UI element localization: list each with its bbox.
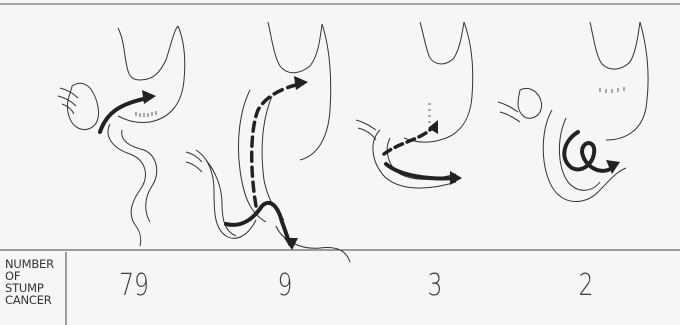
panel-4-flow-arrow bbox=[564, 132, 612, 171]
panel-4-vessels bbox=[498, 102, 520, 122]
panel-1-stomach bbox=[118, 26, 185, 123]
panel-3-dashed-flow-arrow bbox=[384, 128, 432, 154]
row-label: NUMBER OF STUMP CANCER bbox=[5, 258, 65, 306]
panel-3-solid-flow-arrow bbox=[386, 164, 454, 178]
panel-4-diagram bbox=[498, 22, 648, 202]
panel-2-dashed-arrowhead bbox=[294, 76, 308, 90]
panel-2-vessels bbox=[186, 152, 202, 172]
panel-1-afferent-loop bbox=[67, 83, 98, 129]
panel-3-vessels bbox=[356, 120, 376, 140]
panel-1-arrowhead bbox=[142, 90, 156, 104]
panel-1-count: 79 bbox=[111, 268, 158, 304]
panel-4-afferent-loop bbox=[518, 88, 542, 118]
panel-3-count: 3 bbox=[412, 268, 459, 304]
row-label-line-4: CANCER bbox=[5, 294, 65, 306]
panel-1-flow-arrow bbox=[100, 98, 148, 132]
panel-3-suture bbox=[428, 104, 431, 122]
panel-4-suture bbox=[600, 87, 624, 93]
panel-1-suture bbox=[136, 111, 156, 117]
panel-4-count: 2 bbox=[563, 268, 610, 304]
panel-1-efferent-loop-inner bbox=[122, 130, 157, 222]
panel-3-solid-arrowhead bbox=[450, 171, 462, 185]
panel-2-diagram bbox=[186, 22, 350, 262]
panel-2-dashed-flow-arrow bbox=[252, 84, 300, 206]
panel-4-stomach bbox=[590, 22, 648, 140]
panel-2-long-loop bbox=[238, 90, 284, 222]
panel-3-stomach bbox=[404, 22, 473, 142]
panel-2-count: 9 bbox=[262, 268, 309, 304]
panel-3-diagram bbox=[356, 22, 473, 188]
panel-1-diagram bbox=[58, 26, 185, 246]
